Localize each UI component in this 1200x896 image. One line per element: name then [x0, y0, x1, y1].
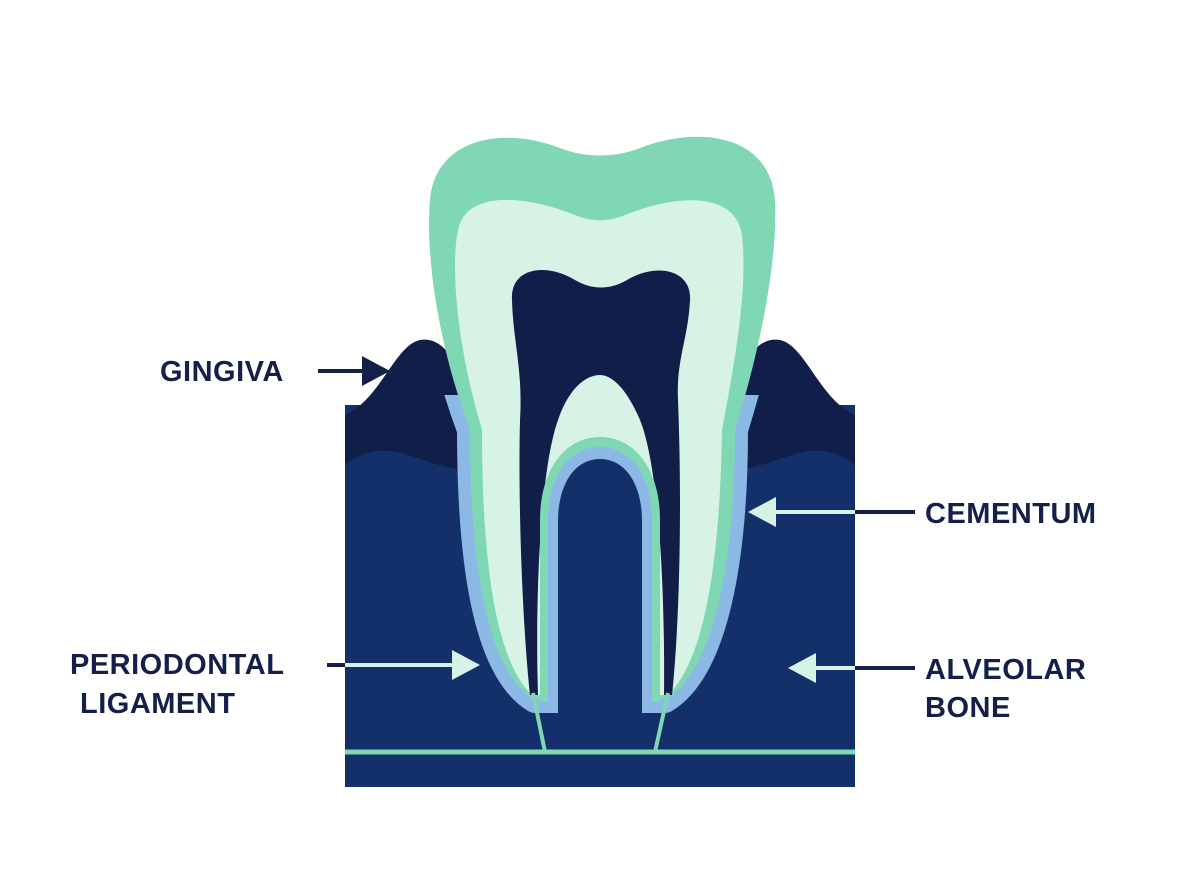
- arrow-gingiva: [318, 356, 390, 386]
- gingiva-right: [728, 339, 855, 470]
- label-periodontal-2: LIGAMENT: [80, 688, 235, 720]
- pulp: [511, 269, 691, 695]
- label-gingiva: GINGIVA: [160, 356, 284, 388]
- arrow-alveolar: [788, 653, 915, 683]
- nerve-right: [653, 692, 670, 753]
- label-alveolar-1: ALVEOLAR: [925, 654, 1086, 686]
- inter-root-bone: [558, 459, 642, 760]
- nerve-left: [531, 692, 547, 753]
- arrow-cementum: [748, 497, 915, 527]
- gingiva-left: [345, 339, 472, 470]
- label-alveolar-2: BONE: [925, 692, 1011, 724]
- arrow-periodontal: [327, 650, 480, 680]
- label-periodontal-1: PERIODONTAL: [70, 649, 284, 681]
- label-cementum: CEMENTUM: [925, 498, 1097, 530]
